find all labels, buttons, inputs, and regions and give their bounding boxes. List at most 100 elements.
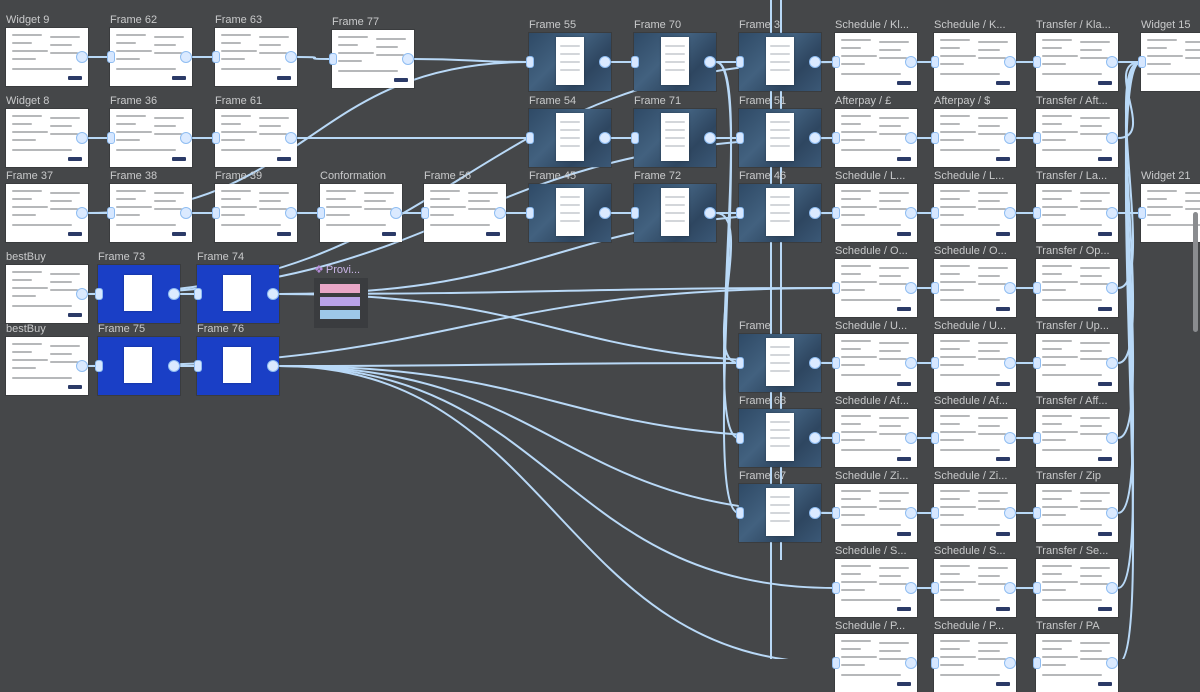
frame-thumbnail[interactable] — [98, 337, 180, 395]
connection-origin-node[interactable] — [704, 56, 716, 68]
prototype-connection[interactable] — [715, 61, 740, 514]
connection-target-handle[interactable] — [631, 207, 639, 219]
connection-origin-node[interactable] — [180, 51, 192, 63]
frame-label[interactable]: Widget 15 — [1141, 19, 1191, 31]
connection-target-handle[interactable] — [736, 432, 744, 444]
connection-target-handle[interactable] — [736, 357, 744, 369]
connection-target-handle[interactable] — [526, 56, 534, 68]
connection-target-handle[interactable] — [1033, 507, 1041, 519]
frame-label[interactable]: Schedule / P... — [934, 620, 1005, 632]
connection-origin-node[interactable] — [905, 357, 917, 369]
frame-thumbnail[interactable] — [835, 33, 917, 91]
connection-target-handle[interactable] — [736, 132, 744, 144]
frame-thumbnail[interactable] — [934, 334, 1016, 392]
frame-thumbnail[interactable] — [98, 265, 180, 323]
prototype-connection[interactable] — [413, 58, 530, 63]
frame-thumbnail[interactable] — [1141, 33, 1200, 91]
frame-thumbnail[interactable] — [835, 109, 917, 167]
connection-target-handle[interactable] — [832, 132, 840, 144]
connection-target-handle[interactable] — [736, 207, 744, 219]
connection-origin-node[interactable] — [1106, 432, 1118, 444]
frame-thumbnail[interactable] — [110, 109, 192, 167]
frame-thumbnail[interactable] — [529, 109, 611, 167]
frame-thumbnail[interactable] — [934, 559, 1016, 617]
connection-target-handle[interactable] — [931, 56, 939, 68]
frame-label[interactable]: Frame 56 — [424, 170, 472, 182]
connection-target-handle[interactable] — [1138, 56, 1146, 68]
frame-thumbnail[interactable] — [1036, 33, 1118, 91]
connection-origin-node[interactable] — [809, 56, 821, 68]
frame-label[interactable]: bestBuy — [6, 323, 46, 335]
connection-origin-node[interactable] — [599, 132, 611, 144]
frame-thumbnail[interactable] — [6, 337, 88, 395]
frame-label[interactable]: Schedule / L... — [934, 170, 1005, 182]
frame-label[interactable]: ❖Provi... — [314, 264, 360, 276]
connection-origin-node[interactable] — [905, 207, 917, 219]
frame-thumbnail[interactable] — [835, 334, 917, 392]
frame-thumbnail[interactable] — [1036, 484, 1118, 542]
connection-origin-node[interactable] — [599, 207, 611, 219]
connection-origin-node[interactable] — [905, 56, 917, 68]
frame-thumbnail[interactable] — [835, 259, 917, 317]
frame-thumbnail[interactable] — [739, 33, 821, 91]
frame-thumbnail[interactable] — [1036, 334, 1118, 392]
connection-origin-node[interactable] — [1004, 132, 1016, 144]
frame-label[interactable]: Schedule / U... — [934, 320, 1007, 332]
frame-thumbnail[interactable] — [424, 184, 506, 242]
frame-label[interactable]: Transfer / Se... — [1036, 545, 1109, 557]
connection-target-handle[interactable] — [832, 507, 840, 519]
frame-thumbnail[interactable] — [634, 109, 716, 167]
frame-thumbnail[interactable] — [215, 109, 297, 167]
frame-label[interactable]: Schedule / Af... — [934, 395, 1008, 407]
connection-target-handle[interactable] — [1033, 132, 1041, 144]
connection-target-handle[interactable] — [736, 56, 744, 68]
connection-origin-node[interactable] — [267, 360, 279, 372]
frame-label[interactable]: Frame 76 — [197, 323, 245, 335]
frame-thumbnail[interactable] — [110, 184, 192, 242]
frame-label[interactable]: Frame 46 — [739, 170, 787, 182]
frame-label[interactable]: Transfer / Aff... — [1036, 395, 1108, 407]
connection-origin-node[interactable] — [1004, 282, 1016, 294]
frame-label[interactable]: Frame 71 — [634, 95, 682, 107]
connection-origin-node[interactable] — [809, 507, 821, 519]
prototype-connection[interactable] — [715, 61, 740, 439]
connection-target-handle[interactable] — [832, 432, 840, 444]
connection-target-handle[interactable] — [832, 282, 840, 294]
frame-thumbnail[interactable] — [934, 484, 1016, 542]
prototype-connection[interactable] — [715, 212, 740, 364]
frame-thumbnail[interactable] — [934, 409, 1016, 467]
frame-label[interactable]: Frame 55 — [529, 19, 577, 31]
connection-target-handle[interactable] — [1033, 432, 1041, 444]
connection-target-handle[interactable] — [931, 132, 939, 144]
connection-target-handle[interactable] — [107, 207, 115, 219]
prototype-connection[interactable] — [1117, 61, 1142, 439]
connection-target-handle[interactable] — [194, 288, 202, 300]
frame-thumbnail[interactable] — [6, 28, 88, 86]
frame-thumbnail[interactable] — [215, 184, 297, 242]
frame-thumbnail[interactable] — [320, 184, 402, 242]
connection-origin-node[interactable] — [1004, 582, 1016, 594]
frame-label[interactable]: Afterpay / $ — [934, 95, 991, 107]
connection-origin-node[interactable] — [704, 132, 716, 144]
frame-thumbnail[interactable] — [934, 259, 1016, 317]
connection-origin-node[interactable] — [905, 432, 917, 444]
frame-thumbnail[interactable] — [1036, 559, 1118, 617]
frame-label[interactable]: Widget 8 — [6, 95, 50, 107]
connection-origin-node[interactable] — [285, 207, 297, 219]
vertical-scrollbar[interactable] — [1193, 212, 1198, 332]
frame-label[interactable]: Frame 77 — [332, 16, 380, 28]
frame-thumbnail[interactable] — [634, 184, 716, 242]
frame-thumbnail[interactable] — [332, 30, 414, 88]
frame-thumbnail[interactable] — [6, 184, 88, 242]
connection-target-handle[interactable] — [1033, 357, 1041, 369]
frame-label[interactable]: Frame 62 — [110, 14, 158, 26]
frame-thumbnail[interactable] — [1036, 409, 1118, 467]
connection-target-handle[interactable] — [421, 207, 429, 219]
frame-thumbnail[interactable] — [314, 278, 368, 328]
connection-origin-node[interactable] — [76, 132, 88, 144]
connection-origin-node[interactable] — [809, 132, 821, 144]
frame-thumbnail[interactable] — [739, 109, 821, 167]
frame-label[interactable]: Frame 74 — [197, 251, 245, 263]
frame-label[interactable]: Schedule / O... — [934, 245, 1007, 257]
connection-origin-node[interactable] — [76, 288, 88, 300]
